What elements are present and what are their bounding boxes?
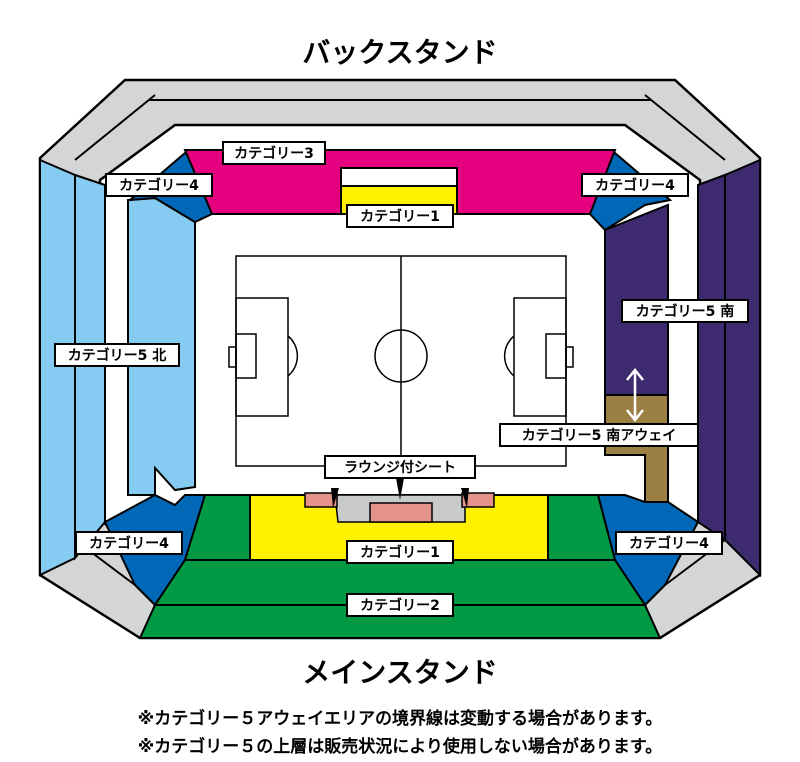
category-5-north-outer[interactable] bbox=[39, 158, 76, 577]
category-5-south-mid[interactable] bbox=[697, 173, 726, 542]
lounge-seat-right[interactable] bbox=[461, 492, 495, 508]
label-category-4-main-right: カテゴリー4 bbox=[615, 531, 723, 555]
outer-tier-divider bbox=[74, 94, 726, 586]
label-category-1-back: カテゴリー1 bbox=[346, 204, 454, 228]
label-category-5-south-away: カテゴリー5 南アウェイ bbox=[499, 423, 699, 447]
svg-text:カテゴリー3: カテゴリー3 bbox=[234, 145, 314, 162]
svg-text:カテゴリー4: カテゴリー4 bbox=[629, 535, 709, 552]
svg-text:カテゴリー4: カテゴリー4 bbox=[119, 177, 199, 194]
category-2-main-lower[interactable] bbox=[138, 604, 662, 639]
label-category-2-main: カテゴリー2 bbox=[346, 593, 454, 617]
lounge-pointer-center bbox=[396, 478, 404, 500]
lounge-pointer-right bbox=[461, 488, 469, 508]
footnote-upper-tier: ※カテゴリー５の上層は販売状況により使用しない場合があります。 bbox=[137, 737, 663, 757]
lounge-seat-left[interactable] bbox=[304, 492, 338, 508]
svg-text:カテゴリー5 北: カテゴリー5 北 bbox=[68, 347, 167, 364]
label-category-1-main: カテゴリー1 bbox=[346, 540, 454, 564]
label-category-5-south: カテゴリー5 南 bbox=[621, 299, 749, 323]
category-1-back-white-block bbox=[340, 167, 458, 187]
category-5-south-outer[interactable] bbox=[724, 158, 761, 578]
svg-text:ラウンジ付シート: ラウンジ付シート bbox=[344, 459, 456, 476]
category-5-south-away-area[interactable] bbox=[604, 394, 669, 503]
svg-text:カテゴリー1: カテゴリー1 bbox=[360, 208, 440, 225]
label-category-4-back-right: カテゴリー4 bbox=[581, 173, 689, 197]
main-stand-title: メインスタンド bbox=[302, 656, 497, 689]
svg-text:カテゴリー5 南: カテゴリー5 南 bbox=[636, 303, 735, 320]
lounge-seat-center[interactable] bbox=[369, 502, 433, 523]
lounge-pointer-left bbox=[331, 488, 339, 508]
svg-text:カテゴリー2: カテゴリー2 bbox=[360, 597, 440, 614]
label-lounge-seat: ラウンジ付シート bbox=[324, 455, 476, 479]
label-category-5-north: カテゴリー5 北 bbox=[54, 343, 180, 367]
label-category-4-main-left: カテゴリー4 bbox=[75, 531, 183, 555]
svg-text:カテゴリー4: カテゴリー4 bbox=[595, 177, 675, 194]
label-category-4-back-left: カテゴリー4 bbox=[105, 173, 213, 197]
double-arrow-vertical-icon bbox=[626, 367, 644, 423]
svg-text:カテゴリー5 南アウェイ: カテゴリー5 南アウェイ bbox=[522, 427, 677, 444]
footnote-away-boundary: ※カテゴリー５アウェイエリアの境界線は変動する場合があります。 bbox=[137, 709, 663, 729]
svg-text:カテゴリー1: カテゴリー1 bbox=[360, 544, 440, 561]
label-category-3-back: カテゴリー3 bbox=[222, 141, 326, 165]
svg-text:カテゴリー4: カテゴリー4 bbox=[89, 535, 169, 552]
back-stand-title: バックスタンド bbox=[302, 36, 497, 69]
